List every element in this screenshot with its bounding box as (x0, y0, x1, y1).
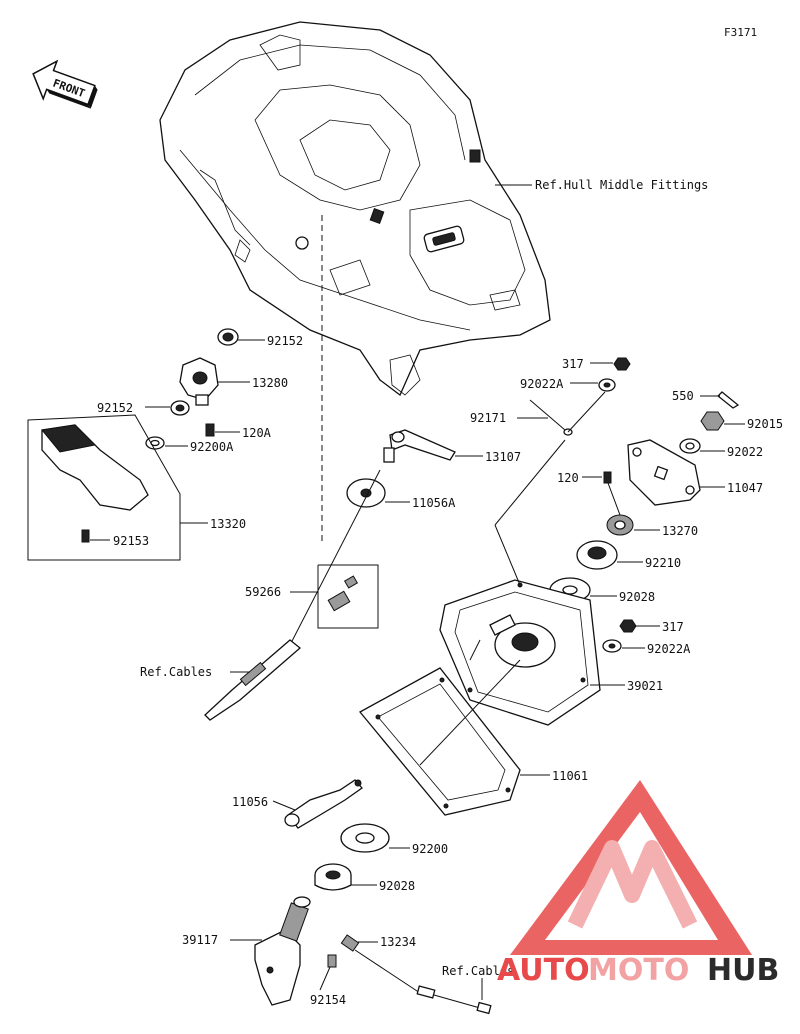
label-ref-hull: Ref.Hull Middle Fittings (535, 178, 708, 192)
label-92200: 92200 (412, 842, 448, 856)
watermark-brand-auto: AUTO (497, 953, 590, 988)
label-92210: 92210 (645, 556, 681, 570)
logo-m-stroke (567, 840, 698, 929)
label-92015: 92015 (747, 417, 783, 431)
label-92171: 92171 (470, 411, 506, 425)
part-92200A-washer (145, 436, 165, 450)
part-11061-gasket (358, 667, 521, 816)
part-92154-pin (327, 954, 337, 968)
label-92028-low: 92028 (379, 879, 415, 893)
label-11061: 11061 (552, 769, 588, 783)
part-13280-holder (179, 357, 219, 406)
part-59266-adjuster (317, 564, 379, 629)
label-11056A: 11056A (412, 496, 456, 510)
label-92152-top: 92152 (267, 334, 303, 348)
part-11047-lever (627, 439, 701, 506)
part-cable-bottom (354, 949, 492, 1015)
label-11047: 11047 (727, 481, 763, 495)
label-13234: 13234 (380, 935, 416, 949)
part-92210-seal (576, 540, 618, 570)
label-92153: 92153 (113, 534, 149, 548)
figure-code: F3171 (724, 26, 757, 39)
watermark-logo (510, 780, 752, 955)
part-13234-joint (340, 934, 360, 952)
label-120: 120 (557, 471, 579, 485)
part-92028-bushing-low (314, 863, 352, 891)
part-13270-collar (606, 514, 634, 536)
part-11056A-plate (346, 478, 386, 508)
label-550: 550 (672, 389, 694, 403)
part-92015-nut (700, 411, 725, 431)
label-317-mid: 317 (662, 620, 684, 634)
part-39117-shaft-arm (254, 896, 311, 1006)
label-11056: 11056 (232, 795, 268, 809)
label-ref-cables-bottom: Ref.Cables (442, 964, 514, 978)
label-59266: 59266 (245, 585, 281, 599)
label-92028-right: 92028 (619, 590, 655, 604)
part-92022A-washer-top (598, 378, 616, 392)
label-13270: 13270 (662, 524, 698, 538)
part-cable-left (204, 469, 381, 721)
watermark-brand-hub: HUB (707, 953, 779, 988)
hull-assembly (159, 21, 551, 397)
label-13320: 13320 (210, 517, 246, 531)
label-92022A-top: 92022A (520, 377, 564, 391)
label-92154: 92154 (310, 993, 346, 1007)
part-13320-cover-group (27, 414, 181, 561)
label-120A: 120A (242, 426, 272, 440)
label-92022: 92022 (727, 445, 763, 459)
watermark-brand: AUTO MOTO HUB (497, 953, 779, 988)
label-92200A: 92200A (190, 440, 234, 454)
part-92022A-washer-mid (602, 639, 622, 653)
part-11056-lever (284, 779, 363, 829)
label-13280: 13280 (252, 376, 288, 390)
watermark-brand-moto: MOTO (588, 953, 689, 988)
label-ref-cables-left: Ref.Cables (140, 665, 212, 679)
label-92022A-mid: 92022A (647, 642, 691, 656)
part-317-nut-top (613, 357, 631, 371)
label-317-top: 317 (562, 357, 584, 371)
front-arrow-icon: FRONT (32, 59, 98, 109)
part-120-bolt (603, 471, 612, 484)
label-39117: 39117 (182, 933, 218, 947)
part-92022-washer (679, 438, 701, 454)
part-13107-bracket (383, 429, 456, 463)
part-92152-grommet (217, 328, 239, 346)
part-550-pin (717, 391, 740, 409)
part-120A-bolt (205, 423, 215, 437)
label-13107: 13107 (485, 450, 521, 464)
label-39021: 39021 (627, 679, 663, 693)
part-92200-washer (340, 823, 390, 853)
label-92152-left: 92152 (97, 401, 133, 415)
part-92152-left (170, 400, 190, 416)
part-317-nut-mid (619, 619, 637, 633)
